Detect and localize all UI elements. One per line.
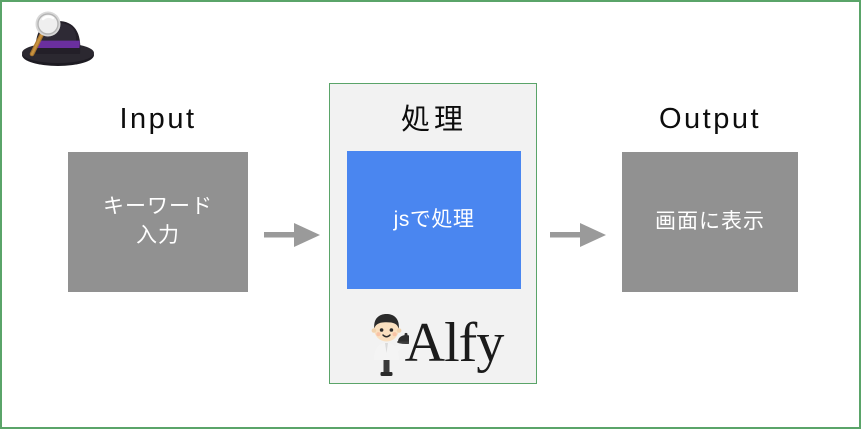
input-box-line1: キーワード bbox=[103, 195, 213, 219]
alfy-brand: Alfy bbox=[330, 309, 538, 381]
process-box-label: jsで処理 bbox=[393, 208, 475, 232]
process-panel: 処理 jsで処理 bbox=[329, 83, 537, 384]
stage-output: Output 画面に表示 bbox=[622, 105, 798, 292]
output-box-label: 画面に表示 bbox=[655, 209, 765, 233]
input-box-line2: 入力 bbox=[136, 224, 180, 247]
arrow-process-to-output-icon bbox=[550, 220, 608, 250]
stage-output-title: Output bbox=[658, 103, 762, 135]
arrow-input-to-process-icon bbox=[264, 220, 322, 250]
stage-input: Input キーワード 入力 bbox=[68, 105, 248, 292]
alfy-wordmark: Alfy bbox=[404, 312, 505, 374]
alfred-hat-icon bbox=[10, 8, 98, 70]
input-box: キーワード 入力 bbox=[68, 152, 248, 292]
butler-tray-icon bbox=[365, 311, 415, 379]
stage-process: 処理 jsで処理 bbox=[330, 106, 538, 289]
stage-process-title: 処理 bbox=[400, 104, 467, 136]
output-box: 画面に表示 bbox=[622, 152, 798, 292]
process-box: jsで処理 bbox=[347, 151, 521, 289]
stage-input-title: Input bbox=[119, 103, 197, 135]
